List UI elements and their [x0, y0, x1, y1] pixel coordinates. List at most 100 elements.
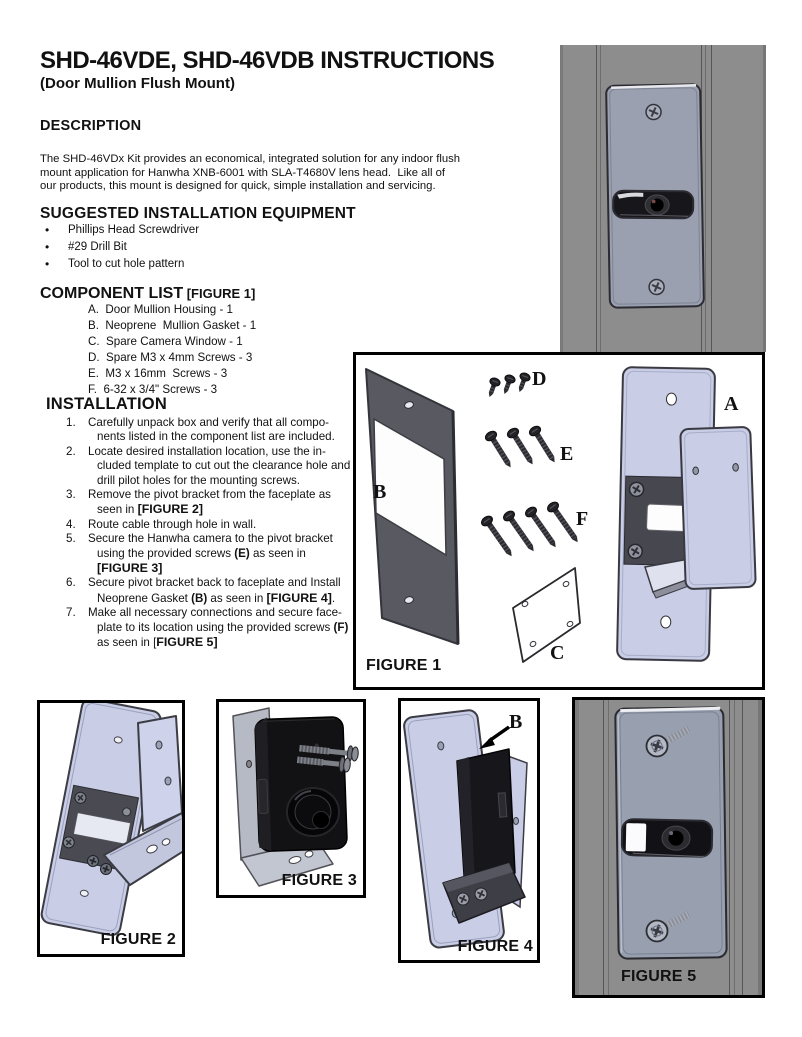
step-line: plate to its location using the provided…: [0, 621, 353, 635]
step-text: as seen in: [249, 546, 306, 560]
mounting-screws-f: [481, 501, 578, 557]
step-line: 4.Route cable through hole in wall.: [0, 518, 353, 532]
step-text: as seen in: [207, 591, 267, 605]
screw-icon: [298, 744, 359, 762]
part-reference: (B): [191, 591, 208, 605]
figure3-drawing: [219, 702, 363, 895]
bullet-icon: •: [45, 257, 50, 271]
component-list-heading-text: COMPONENT LIST: [40, 285, 184, 302]
screw-icon: [645, 726, 691, 758]
step-text: Make all necessary connections and secur…: [88, 606, 342, 620]
part-callout-b: B: [509, 711, 523, 733]
part-reference: (F): [333, 620, 349, 634]
step-line: drill pilot holes for the mounting screw…: [0, 474, 353, 488]
screw-icon: [627, 543, 643, 560]
component-item: F. 6-32 x 3/4" Screws - 3: [88, 383, 218, 396]
mullion-camera-drawing: [560, 45, 766, 352]
part-callout-a: A: [724, 393, 739, 415]
figure4-box: B FIGURE 4: [398, 698, 540, 963]
description-line: our products, this mount is designed for…: [40, 180, 436, 193]
figure-reference: FIGURE 5]: [156, 635, 218, 650]
step-line: nents listed in the component list are i…: [0, 430, 353, 444]
component-list: A. Door Mullion Housing - 1 B. Neoprene …: [88, 302, 256, 398]
description-paragraph: The SHD-46VDx Kit provides an economical…: [40, 153, 460, 194]
step-line: as seen in [FIGURE 5]: [0, 635, 353, 650]
screw-icon: [645, 911, 691, 943]
step-text: Carefully unpack box and verify that all…: [88, 416, 330, 429]
screw-icon: [100, 863, 112, 875]
description-line: The SHD-46VDx Kit provides an economical…: [40, 153, 461, 165]
step-line: 7. Make all necessary connections and sec…: [0, 606, 353, 620]
screw-icon: [456, 892, 470, 906]
pivot-bracket-shape: [103, 715, 182, 886]
step-number: 2.: [66, 444, 76, 458]
step-line: using the provided screws (E) as seen in: [0, 547, 353, 561]
screw-icon: [645, 103, 662, 121]
mounted-product-rendering: [560, 45, 766, 352]
figure2-drawing: [40, 703, 182, 954]
part-callout-c: C: [550, 642, 565, 664]
step-text: using the provided screws: [97, 546, 235, 560]
component-item: E. M3 x 16mm Screws - 3: [88, 367, 228, 380]
step-number: 3.: [66, 488, 76, 502]
component-list-heading: COMPONENT LIST [FIGURE 1]: [40, 285, 255, 303]
step-text: cluded template to cut out the clearance…: [97, 459, 351, 473]
figure-reference: [FIGURE 4]: [266, 590, 332, 605]
gasket-shape: [365, 368, 460, 645]
figure3-box: FIGURE 3: [216, 699, 366, 898]
camera-window-slot: [620, 818, 714, 858]
figure3-label: FIGURE 3: [281, 872, 357, 889]
pivot-bracket-shape: [442, 862, 526, 924]
part-callout-f: F: [576, 508, 589, 530]
component-list-figure-ref: [FIGURE 1]: [183, 286, 256, 301]
screw-icon: [648, 278, 665, 296]
camera-body-shape: [456, 748, 516, 892]
screw-icon: [87, 855, 99, 867]
installation-steps: 1. Carefully unpack box and verify that a…: [0, 416, 353, 651]
component-item: C. Spare Camera Window - 1: [88, 335, 243, 348]
screw-icon: [296, 756, 351, 773]
description-line: mount application for Hanwha XNB-6001 wi…: [40, 166, 446, 179]
screw-icon: [628, 481, 645, 498]
callout-arrow: [479, 725, 511, 749]
description-heading: DESCRIPTION: [40, 118, 142, 134]
step-number: 1.: [66, 416, 76, 429]
figure1-box: B D E F A C FIGURE 1: [353, 352, 765, 690]
faceplate-shape: [605, 83, 705, 309]
step-number: 6.: [66, 576, 76, 590]
step-number: 7.: [66, 606, 76, 620]
screw-icon: [62, 836, 75, 849]
step-text: as seen in [: [97, 636, 157, 650]
step-line: 5.Secure the Hanwha camera to the pivot …: [0, 532, 353, 546]
figure5-drawing: [575, 700, 762, 995]
figure2-label: FIGURE 2: [100, 931, 176, 948]
step-line: 2. Locate desired installation location, …: [0, 445, 353, 459]
bullet-icon: •: [45, 240, 50, 254]
figure1-drawing: [356, 355, 762, 687]
step-text: Locate desired installation location, us…: [88, 444, 326, 458]
figure4-label: FIGURE 4: [457, 938, 533, 955]
spare-window-shape: [512, 567, 581, 663]
figure4-drawing: [401, 701, 537, 960]
figure1-label: FIGURE 1: [366, 657, 442, 674]
component-item: D. Spare M3 x 4mm Screws - 3: [88, 351, 253, 364]
figure5-box: FIGURE 5: [572, 697, 765, 998]
part-reference: (E): [234, 546, 250, 560]
step-line: cluded template to cut out the clearance…: [0, 459, 353, 473]
step-line: [FIGURE 3]: [0, 561, 353, 576]
step-line: 3.Remove the pivot bracket from the face…: [0, 488, 353, 502]
step-line: Neoprene Gasket (B) as seen in [FIGURE 4…: [0, 591, 353, 606]
figure5-label: FIGURE 5: [621, 968, 697, 985]
part-callout-e: E: [560, 443, 574, 465]
step-line: 6.Secure pivot bracket back to faceplate…: [0, 576, 353, 590]
part-callout-d: D: [532, 368, 547, 390]
component-item: B. Neoprene Mullion Gasket - 1: [88, 319, 257, 332]
bullet-icon: •: [45, 223, 50, 237]
figure2-box: FIGURE 2: [37, 700, 185, 957]
equipment-heading: SUGGESTED INSTALLATION EQUIPMENT: [40, 205, 356, 222]
page-subtitle: (Door Mullion Flush Mount): [40, 75, 235, 92]
figure-reference: [FIGURE 2]: [137, 502, 204, 517]
step-text: Route cable through hole in wall.: [88, 517, 257, 531]
equipment-item-label: #29 Drill Bit: [68, 241, 127, 253]
step-line: seen in [FIGURE 2]: [0, 502, 353, 517]
